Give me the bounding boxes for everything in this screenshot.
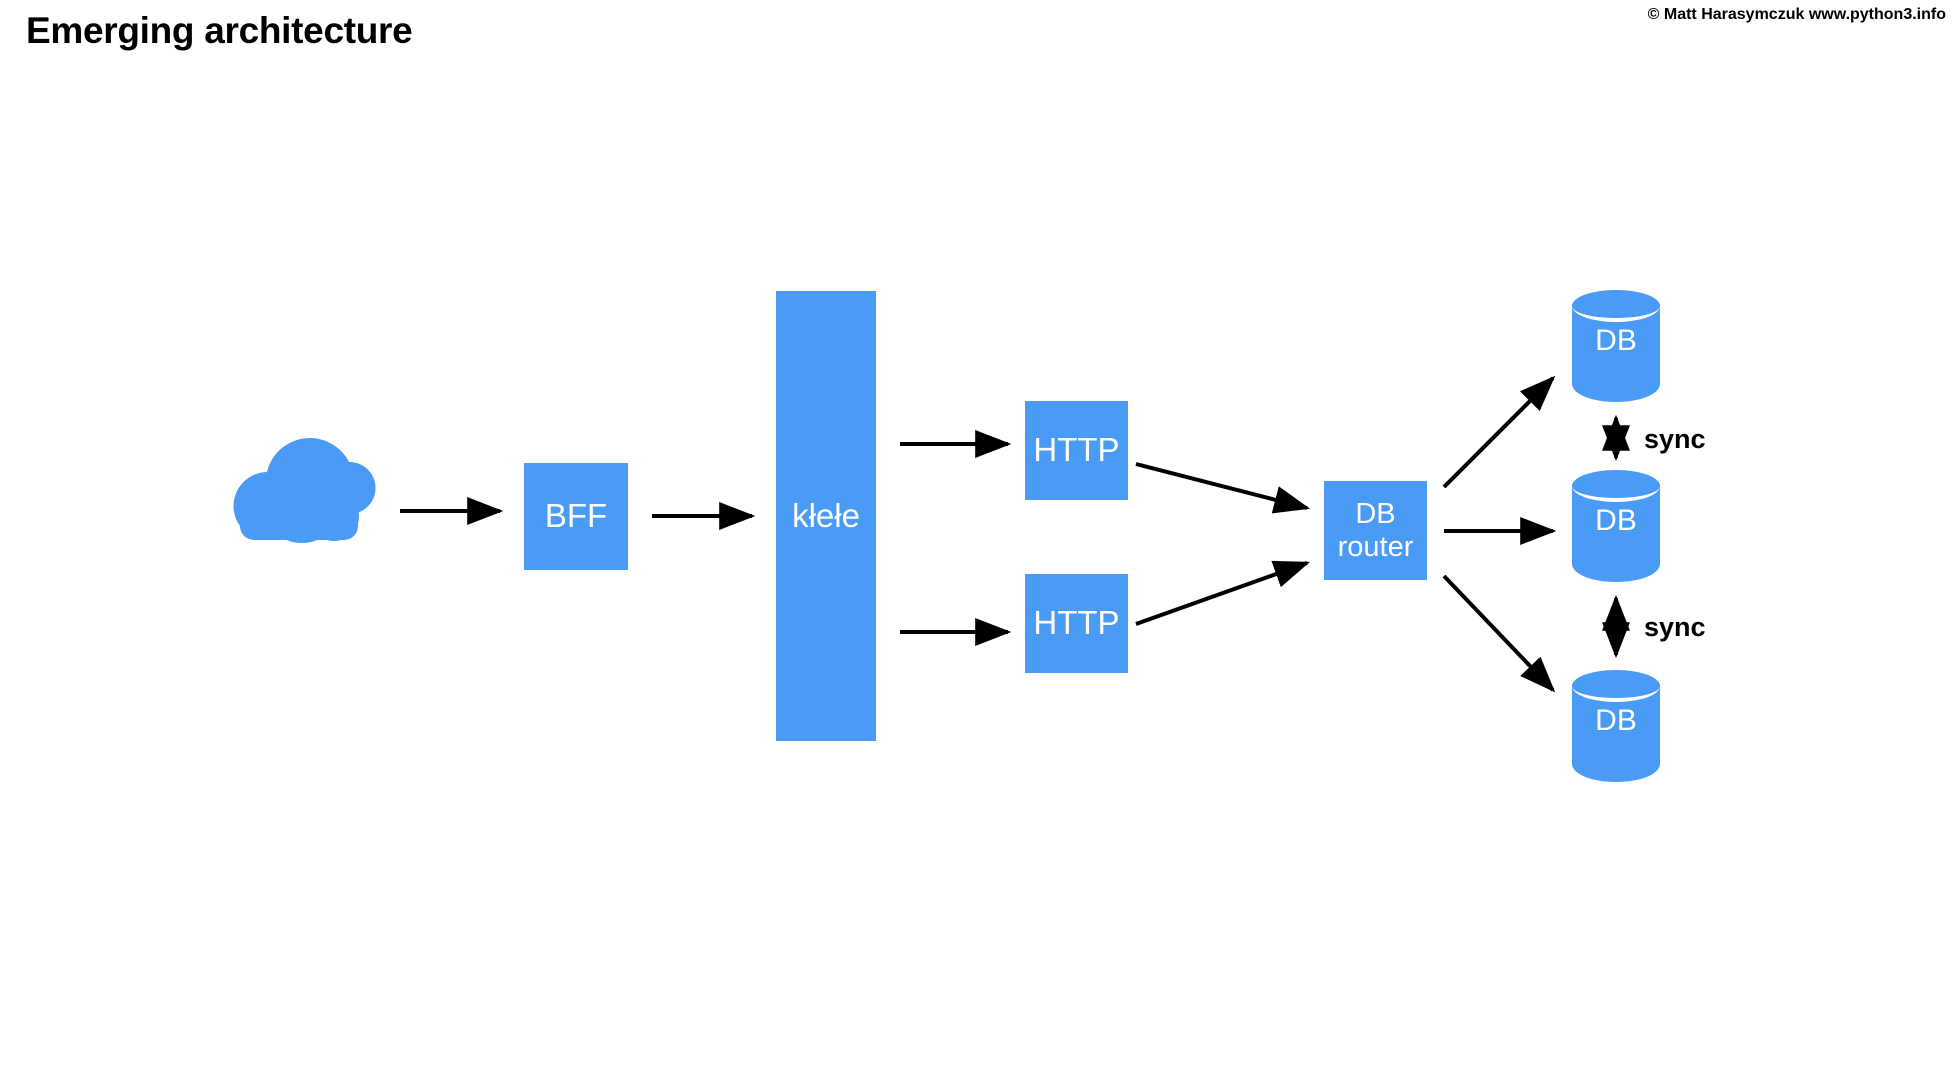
- node-db-bottom-label: DB: [1595, 704, 1637, 737]
- db-top-cylinder-cap: [1572, 290, 1660, 322]
- node-db-router-label-line2: router: [1337, 530, 1414, 563]
- node-http-bottom-label: HTTP: [1033, 604, 1120, 642]
- node-http-bottom[interactable]: HTTP: [1025, 574, 1128, 673]
- copyright-notice: © Matt Harasymczuk www.python3.info: [1647, 6, 1946, 23]
- node-db-middle[interactable]: DB: [1572, 470, 1660, 582]
- sync-label-top: sync: [1644, 424, 1706, 454]
- db-bottom-cylinder-cap: [1572, 670, 1660, 702]
- edge-http-top-to-router: [1135, 462, 1311, 514]
- node-db-top-label: DB: [1595, 324, 1637, 357]
- client-cloud-icon: [233, 438, 376, 543]
- node-queue[interactable]: kłełe: [776, 291, 876, 741]
- node-http-top[interactable]: HTTP: [1025, 401, 1128, 500]
- node-db-bottom[interactable]: DB: [1572, 670, 1660, 782]
- db-middle-cylinder-cap: [1572, 470, 1660, 502]
- node-bff[interactable]: BFF: [524, 463, 628, 570]
- edge-http-bottom-to-router: [1135, 560, 1311, 626]
- node-db-middle-label: DB: [1595, 504, 1637, 537]
- node-queue-label: kłełe: [792, 496, 860, 534]
- page-title: Emerging architecture: [26, 10, 413, 51]
- node-db-router[interactable]: DB router: [1324, 481, 1427, 580]
- node-db-top[interactable]: DB: [1572, 290, 1660, 402]
- sync-label-bottom: sync: [1644, 612, 1706, 642]
- node-bff-label: BFF: [544, 497, 608, 535]
- node-db-router-label-line1: DB: [1355, 498, 1396, 531]
- edge-router-to-db-bottom: [1442, 574, 1556, 693]
- edge-router-to-db-top: [1442, 375, 1556, 489]
- node-http-top-label: HTTP: [1033, 431, 1120, 469]
